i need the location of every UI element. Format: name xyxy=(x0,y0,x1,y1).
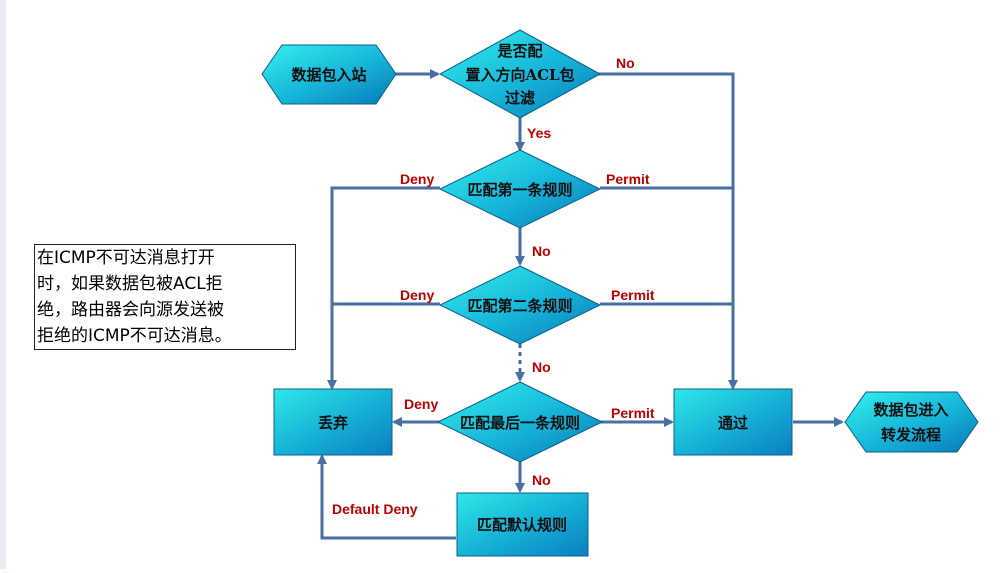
label-yes: Yes xyxy=(527,125,551,141)
node-ingress: 数据包入站 xyxy=(261,44,397,105)
note-line: 在ICMP不可达消息打开 xyxy=(37,248,215,268)
label-permit3: Permit xyxy=(611,405,655,421)
node-rule2: 匹配第二条规则 xyxy=(438,265,602,345)
edge-labels: No Yes Deny Permit No Deny Permit No Den… xyxy=(332,55,655,517)
node-forward: 数据包进入 转发流程 xyxy=(844,391,979,453)
discard-label: 丢弃 xyxy=(318,414,348,432)
node-rule-last: 匹配最后一条规则 xyxy=(436,381,604,463)
label-no2: No xyxy=(532,359,551,375)
node-pass: 通过 xyxy=(673,388,793,456)
note-line: 拒绝的ICMP不可达消息。 xyxy=(37,326,232,346)
label-deny1: Deny xyxy=(400,171,434,187)
forward-line2: 转发流程 xyxy=(881,426,941,444)
check-acl-line3: 过滤 xyxy=(505,89,535,107)
slide-border xyxy=(0,0,6,569)
label-default-deny: Default Deny xyxy=(332,501,418,517)
icmp-note: 在ICMP不可达消息打开 时，如果数据包被ACL拒 绝，路由器会向源发送被 拒绝… xyxy=(34,244,296,350)
note-line: 绝，路由器会向源发送被 xyxy=(37,300,224,320)
rule1-label: 匹配第一条规则 xyxy=(467,181,572,199)
label-no3: No xyxy=(532,472,551,488)
label-deny3: Deny xyxy=(404,396,438,412)
label-permit2: Permit xyxy=(611,287,655,303)
check-acl-line2: 置入方向ACL包 xyxy=(465,66,574,84)
flow-edges xyxy=(317,69,844,540)
check-acl-line1: 是否配 xyxy=(496,42,542,60)
default-rule-label: 匹配默认规则 xyxy=(477,516,567,534)
edge-rule1-deny xyxy=(327,186,440,390)
node-check-acl: 是否配 置入方向ACL包 过滤 xyxy=(438,29,602,119)
node-discard: 丢弃 xyxy=(273,388,393,456)
label-no1: No xyxy=(532,243,551,259)
edge-default-deny xyxy=(317,454,456,540)
label-no-top: No xyxy=(616,55,635,71)
node-rule1: 匹配第一条规则 xyxy=(438,149,602,229)
node-default-rule: 匹配默认规则 xyxy=(456,492,589,557)
label-deny2: Deny xyxy=(400,287,434,303)
rule-last-label: 匹配最后一条规则 xyxy=(460,414,580,432)
forward-line1: 数据包进入 xyxy=(873,401,948,419)
node-ingress-label: 数据包入站 xyxy=(291,66,366,84)
label-permit1: Permit xyxy=(606,171,650,187)
note-line: 时，如果数据包被ACL拒 xyxy=(37,274,223,294)
rule2-label: 匹配第二条规则 xyxy=(467,297,572,315)
edge-no-acl-to-pass xyxy=(598,72,738,390)
pass-label: 通过 xyxy=(718,414,748,432)
